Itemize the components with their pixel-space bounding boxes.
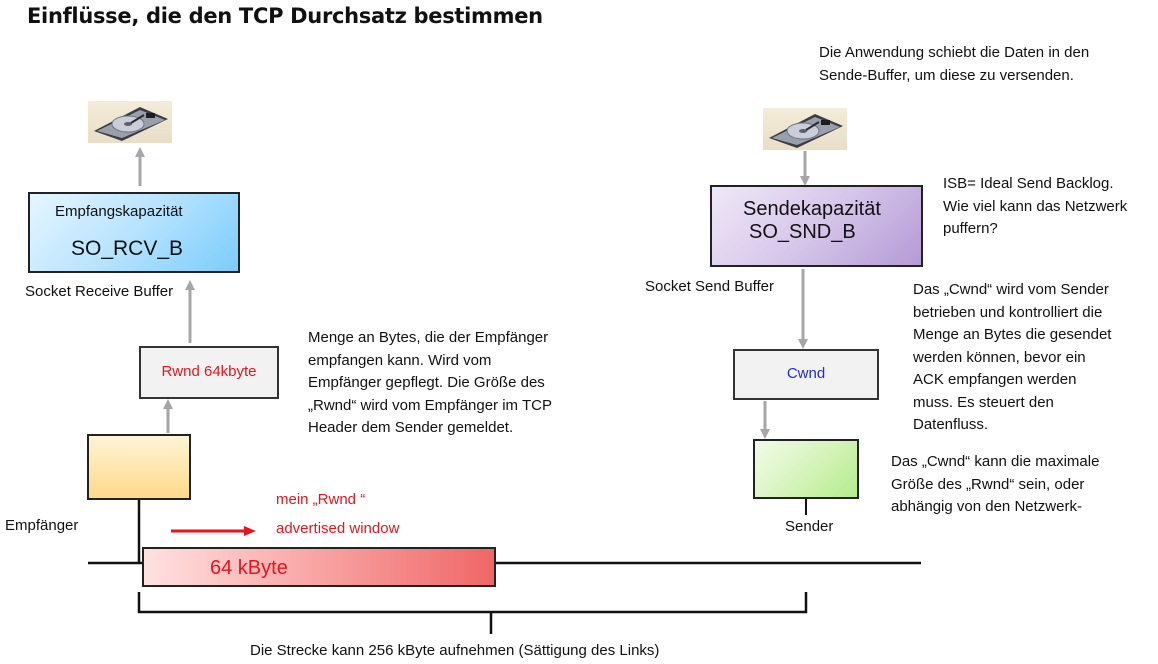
sender-hard-drive-icon — [763, 108, 847, 150]
advertised-window-bar: 64 kByte — [142, 547, 496, 587]
cwnd-note-line: Menge an Bytes die gesendet — [913, 326, 1112, 343]
isb-note: ISB= Ideal Send Backlog. Wie viel kann d… — [943, 173, 1155, 241]
isb-note-line: puffern? — [943, 220, 998, 237]
rwnd-description-line: Header dem Sender gemeldet. — [308, 419, 514, 436]
cwnd-note-line: Datenfluss. — [913, 416, 989, 433]
application-note: Die Anwendung schiebt die Daten in den S… — [819, 42, 1149, 87]
cwnd-note: Das „Cwnd“ wird vom Sender betrieben und… — [913, 279, 1153, 437]
cwnd-max-note-line: Größe des „Rwnd“ sein, oder — [891, 475, 1085, 493]
send-buffer-name: SO_SND_B — [749, 221, 856, 243]
isb-note-line: Wie viel kann das Netzwerk — [943, 197, 1128, 215]
rwnd-description-line: empfangen kann. Wird vom — [308, 351, 492, 369]
cwnd-max-note-line: Das „Cwnd“ kann die maximale — [891, 453, 1100, 470]
cwnd-max-note-line: abhängig von den Netzwerk- — [891, 498, 1082, 515]
receive-buffer-name: SO_RCV_B — [71, 237, 184, 260]
receive-buffer-caption: Socket Receive Buffer — [25, 283, 174, 300]
advertised-window-label: advertised window — [276, 520, 400, 537]
application-note-line: Sende-Buffer, um diese zu versenden. — [819, 66, 1074, 84]
cwnd-label: Cwnd — [786, 365, 826, 382]
rwnd-box: Rwnd 64kbyte — [139, 346, 279, 399]
rwnd-description-line: Menge an Bytes, die der Empfänger — [308, 329, 549, 346]
send-buffer-box: Sendekapazität SO_SND_B — [710, 185, 923, 267]
cwnd-box: Cwnd — [733, 349, 879, 400]
receive-buffer-box: Empfangskapazität SO_RCV_B — [28, 192, 240, 273]
cwnd-note-line: muss. Es steuert den — [913, 393, 1054, 411]
cwnd-note-line: betrieben und kontrolliert die — [913, 303, 1103, 321]
rwnd-description: Menge an Bytes, die der Empfänger empfan… — [308, 327, 608, 440]
receiver-host-box — [87, 434, 191, 500]
send-capacity-label: Sendekapazität — [743, 198, 881, 220]
link-capacity-bracket — [137, 592, 808, 634]
receiver-host-label: Empfänger — [5, 517, 79, 534]
link-capacity-note: Die Strecke kann 256 kByte aufnehmen (Sä… — [250, 642, 660, 659]
sender-host-box — [753, 439, 859, 499]
sender-host-label: Sender — [785, 518, 834, 535]
receive-capacity-label: Empfangskapazität — [55, 203, 183, 220]
cwnd-note-line: werden können, bevor ein — [913, 348, 1086, 366]
application-note-line: Die Anwendung schiebt die Daten in den — [819, 44, 1090, 61]
cwnd-max-note: Das „Cwnd“ kann die maximale Größe des „… — [891, 451, 1151, 519]
page-title: Einflüsse, die den TCP Durchsatz bestimm… — [27, 4, 543, 28]
send-buffer-caption: Socket Send Buffer — [645, 278, 774, 295]
cwnd-note-line: Das „Cwnd“ wird vom Sender — [913, 281, 1109, 298]
receiver-hard-drive-icon — [88, 101, 172, 143]
rwnd-description-line: „Rwnd“ wird vom Empfänger im TCP — [308, 396, 552, 414]
rwnd-description-line: Empfänger gepflegt. Die Größe des — [308, 374, 545, 391]
window-size-label: 64 kByte — [210, 557, 288, 579]
rwnd-label: Rwnd 64kbyte — [161, 363, 257, 380]
isb-note-line: ISB= Ideal Send Backlog. — [943, 175, 1114, 192]
my-rwnd-label: mein „Rwnd “ — [276, 491, 366, 508]
cwnd-note-line: ACK empfangen werden — [913, 371, 1077, 388]
